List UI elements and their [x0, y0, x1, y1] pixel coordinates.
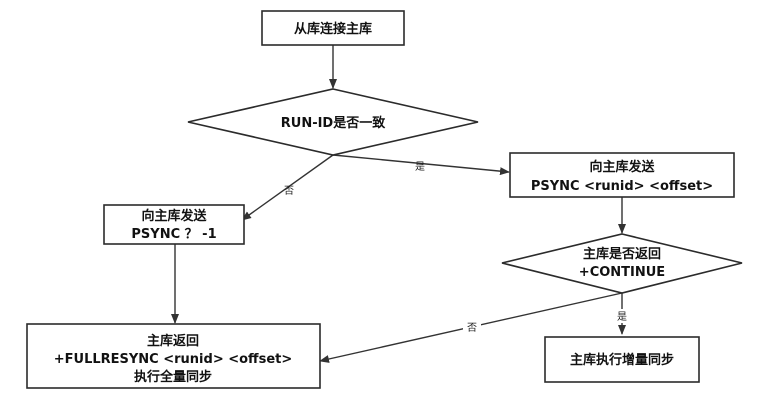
edge-label-continue-yes: 是 [617, 311, 627, 323]
edge-label-continue-no: 否 [467, 322, 477, 334]
node-send-psync-offset: 向主库发送 PSYNC <runid> <offset> [509, 152, 735, 198]
node-check-runid-text: RUN-ID是否一致 [281, 115, 386, 131]
node-start-text: 从库连接主库 [294, 21, 372, 37]
node-full-resync-line2: +FULLRESYNC <runid> <offset> [54, 352, 293, 367]
node-incremental-sync: 主库执行增量同步 [544, 336, 700, 383]
node-full-resync-line1: 主库返回 [147, 333, 199, 349]
node-incremental-sync-text: 主库执行增量同步 [570, 352, 674, 368]
edge-label-continue-yes-bg [611, 309, 633, 323]
edge-check-to-psync-offset [332, 154, 510, 176]
node-check-continue-line1: 主库是否返回 [583, 246, 661, 262]
node-full-resync-line3: 执行全量同步 [134, 369, 212, 385]
node-check-continue: 主库是否返回 +CONTINUE [501, 233, 743, 294]
edge-label-runid-yes: 是 [415, 161, 425, 173]
node-send-psync-full-line2: PSYNC ？ -1 [131, 227, 216, 242]
edge-label-runid-no: 否 [284, 185, 294, 197]
node-send-psync-offset-line1: 向主库发送 [589, 159, 655, 175]
node-send-psync-full-line1: 向主库发送 [141, 208, 207, 224]
edge-label-continue-no-bg [463, 320, 481, 334]
node-check-runid: RUN-ID是否一致 [187, 88, 479, 156]
node-send-psync-full: 向主库发送 PSYNC ？ -1 [103, 204, 245, 245]
node-check-continue-line2: +CONTINUE [579, 265, 665, 280]
node-send-psync-offset-line2: PSYNC <runid> <offset> [531, 179, 713, 194]
node-start: 从库连接主库 [261, 10, 405, 46]
edge-check-to-psync-full [241, 154, 334, 221]
node-full-resync: 主库返回 +FULLRESYNC <runid> <offset> 执行全量同步 [26, 323, 321, 389]
